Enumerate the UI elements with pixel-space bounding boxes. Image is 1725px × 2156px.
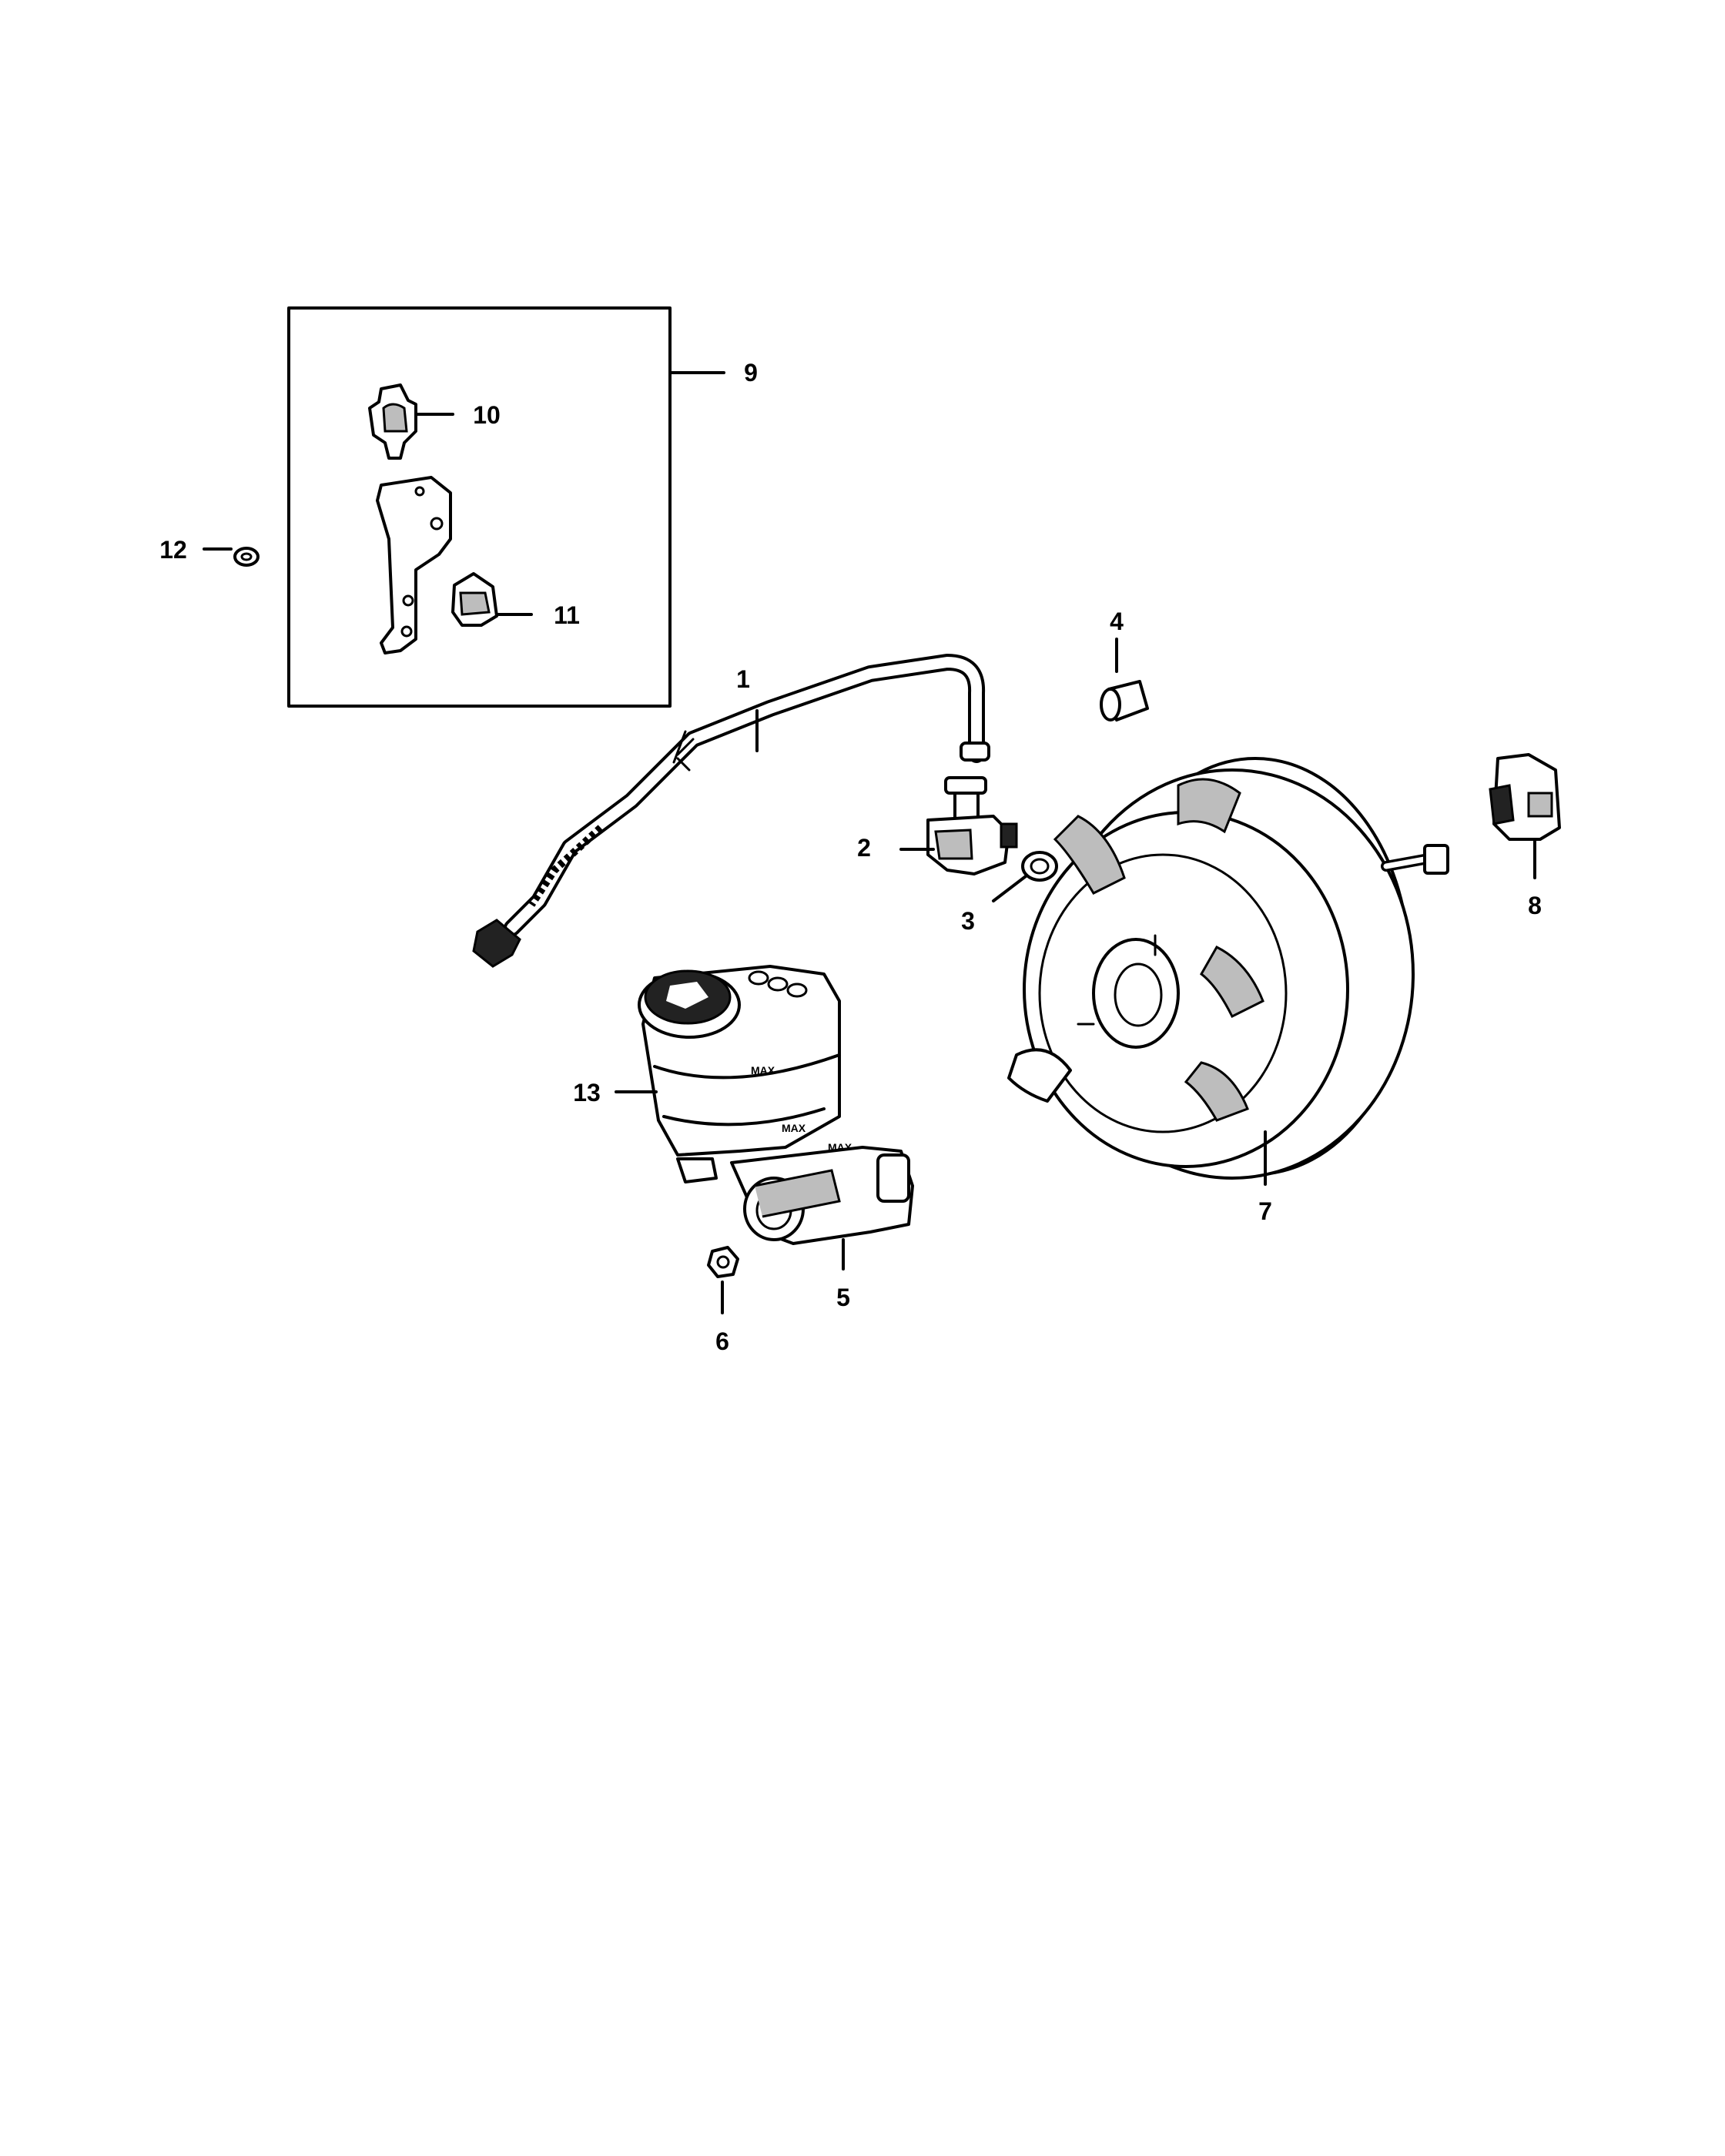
- callout-7: 7: [1258, 1197, 1272, 1225]
- brake-booster: [1007, 757, 1449, 1186]
- kit-box: [287, 306, 725, 708]
- callout-8: 8: [1528, 892, 1542, 919]
- callout-4: 4: [1110, 608, 1124, 635]
- reservoir-max-mark: MAX: [751, 1064, 775, 1076]
- callout-6: 6: [715, 1327, 729, 1355]
- clip-part: [368, 383, 454, 460]
- master-cylinder: [676, 1146, 914, 1270]
- reservoir-max-mark: MAX: [782, 1122, 806, 1134]
- callout-11: 11: [554, 601, 580, 629]
- switch-part: [1489, 753, 1561, 879]
- callout-13: 13: [573, 1079, 601, 1106]
- pin-part: [1100, 638, 1149, 721]
- clip-part: [451, 572, 533, 627]
- callout-1: 1: [736, 665, 750, 693]
- callout-3: 3: [961, 907, 975, 935]
- callout-10: 10: [473, 401, 501, 429]
- callout-9: 9: [744, 359, 758, 387]
- callout-labels: 1 2 3 4 5 6 7 8 9 10 11 12 13: [159, 359, 1542, 1355]
- check-valve-part: [899, 776, 1018, 875]
- bracket-part: [376, 476, 452, 654]
- vacuum-hose: [472, 654, 990, 968]
- callout-2: 2: [857, 834, 871, 862]
- washer-part: [203, 547, 260, 567]
- callout-5: 5: [836, 1284, 850, 1311]
- nut-part: [707, 1246, 739, 1314]
- grommet-part: [992, 851, 1058, 902]
- callout-12: 12: [159, 536, 187, 564]
- reservoir-part: MAX MAX MAX: [615, 965, 852, 1157]
